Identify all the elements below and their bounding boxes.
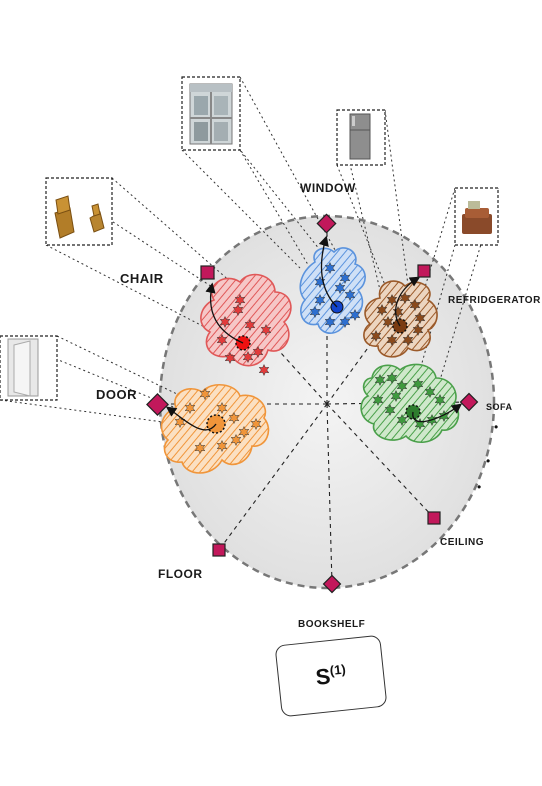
cluster-star bbox=[238, 425, 250, 439]
sofa-photo bbox=[454, 187, 499, 246]
cluster-star bbox=[244, 318, 256, 332]
cluster-star bbox=[402, 333, 414, 347]
cluster-star bbox=[412, 323, 424, 337]
cluster-star bbox=[224, 351, 236, 365]
label-door: DOOR bbox=[96, 387, 137, 402]
cluster-arrows bbox=[165, 235, 463, 431]
cluster-star bbox=[216, 333, 228, 347]
cluster-star bbox=[412, 377, 424, 391]
cluster-star bbox=[194, 441, 206, 455]
cluster-star bbox=[230, 433, 242, 447]
label-bookshelf: BOOKSHELF bbox=[298, 619, 365, 630]
cluster-star bbox=[349, 308, 361, 322]
label-floor: FLOOR bbox=[158, 567, 203, 581]
category-anchors bbox=[146, 213, 479, 594]
door-photo bbox=[0, 335, 58, 401]
cluster-star bbox=[396, 413, 408, 427]
label-sofa: SOFA bbox=[486, 402, 513, 412]
cluster-star bbox=[382, 315, 394, 329]
cluster-star bbox=[314, 293, 326, 307]
cluster-star bbox=[242, 350, 254, 364]
cluster-star bbox=[228, 411, 240, 425]
cluster-star bbox=[334, 281, 346, 295]
cluster-star bbox=[344, 288, 356, 302]
caption-box: S(1) bbox=[274, 634, 388, 718]
cluster-star bbox=[324, 315, 336, 329]
refrigerator-anchor bbox=[417, 264, 431, 278]
door-anchor bbox=[146, 393, 169, 416]
chair-anchor bbox=[200, 265, 215, 280]
label-window: WINDOW bbox=[300, 181, 356, 195]
cluster-star bbox=[199, 387, 211, 401]
cluster-star bbox=[314, 275, 326, 289]
cluster-star bbox=[392, 305, 404, 319]
cluster-star bbox=[252, 345, 264, 359]
sofa-cluster bbox=[360, 363, 460, 443]
cluster-star bbox=[374, 373, 386, 387]
cluster-star bbox=[372, 393, 384, 407]
cluster-star bbox=[386, 371, 398, 385]
caption-label: S(1) bbox=[314, 661, 347, 690]
cluster-star bbox=[184, 401, 196, 415]
continuation-dot-3: • bbox=[477, 480, 481, 494]
cluster-star bbox=[376, 303, 388, 317]
label-refrigerator: REFRIDGERATOR bbox=[448, 295, 541, 306]
cluster-star bbox=[424, 385, 436, 399]
cluster-star bbox=[339, 315, 351, 329]
cluster-star bbox=[250, 417, 262, 431]
cluster-star bbox=[219, 315, 231, 329]
floor-anchor bbox=[212, 543, 226, 557]
ceiling-anchor bbox=[427, 511, 441, 525]
cluster-stars bbox=[174, 261, 450, 455]
cluster-star bbox=[260, 323, 272, 337]
cluster-star bbox=[386, 293, 398, 307]
cluster-star bbox=[434, 393, 446, 407]
cluster-star bbox=[232, 303, 244, 317]
label-chair: CHAIR bbox=[120, 271, 164, 286]
bookshelf-anchor bbox=[322, 574, 342, 594]
cluster-star bbox=[216, 439, 228, 453]
chair-photo bbox=[45, 177, 113, 246]
cluster-star bbox=[216, 401, 228, 415]
sofa-anchor bbox=[459, 392, 479, 412]
cluster-star bbox=[258, 363, 270, 377]
cluster-star bbox=[339, 271, 351, 285]
continuation-dot-1: • bbox=[494, 420, 498, 434]
refrigerator-photo bbox=[336, 109, 386, 166]
cluster-star bbox=[384, 403, 396, 417]
window-photo bbox=[181, 76, 241, 151]
cluster-star bbox=[386, 333, 398, 347]
cluster-star bbox=[414, 311, 426, 325]
cluster-star bbox=[234, 293, 246, 307]
cluster-star bbox=[390, 389, 402, 403]
cluster-star bbox=[370, 329, 382, 343]
cluster-star bbox=[309, 305, 321, 319]
caption-superscript: (1) bbox=[329, 661, 347, 678]
window-anchor bbox=[316, 213, 337, 234]
cluster-star bbox=[438, 409, 450, 423]
cluster-star bbox=[174, 415, 186, 429]
continuation-dot-2: • bbox=[486, 454, 490, 468]
cluster-star bbox=[396, 379, 408, 393]
cluster-star bbox=[409, 298, 421, 312]
cluster-star bbox=[324, 261, 336, 275]
label-ceiling: CEILING bbox=[440, 537, 484, 548]
